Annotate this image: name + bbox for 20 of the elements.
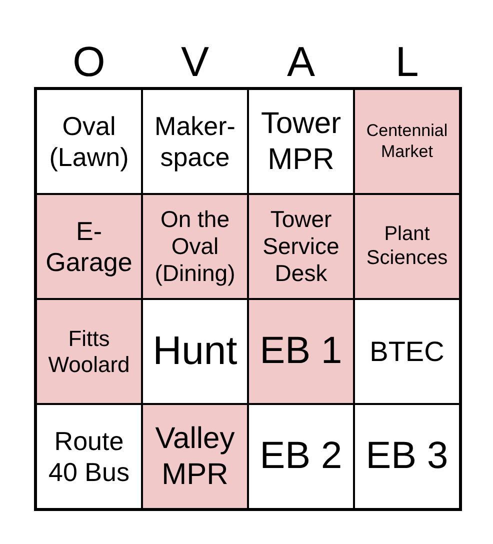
bingo-square: Hunt xyxy=(142,299,248,404)
bingo-square: Tower Service Desk xyxy=(248,194,354,299)
bingo-square: EB 1 xyxy=(248,299,354,404)
bingo-square: EB 3 xyxy=(354,404,460,509)
header-letter: V xyxy=(180,38,210,86)
bingo-square: Plant Sciences xyxy=(354,194,460,299)
bingo-square: Oval (Lawn) xyxy=(36,89,142,194)
bingo-square: Maker- space xyxy=(142,89,248,194)
bingo-square: Centennial Market xyxy=(354,89,460,194)
bingo-square: Route 40 Bus xyxy=(36,404,142,509)
bingo-square: BTEC xyxy=(354,299,460,404)
header-letter: A xyxy=(286,38,316,86)
bingo-square: EB 2 xyxy=(248,404,354,509)
bingo-square: Tower MPR xyxy=(248,89,354,194)
header-letter: O xyxy=(72,38,106,86)
bingo-square: On the Oval (Dining) xyxy=(142,194,248,299)
header-letter: L xyxy=(394,38,420,86)
bingo-square: Valley MPR xyxy=(142,404,248,509)
bingo-square: E- Garage xyxy=(36,194,142,299)
bingo-square: Fitts Woolard xyxy=(36,299,142,404)
